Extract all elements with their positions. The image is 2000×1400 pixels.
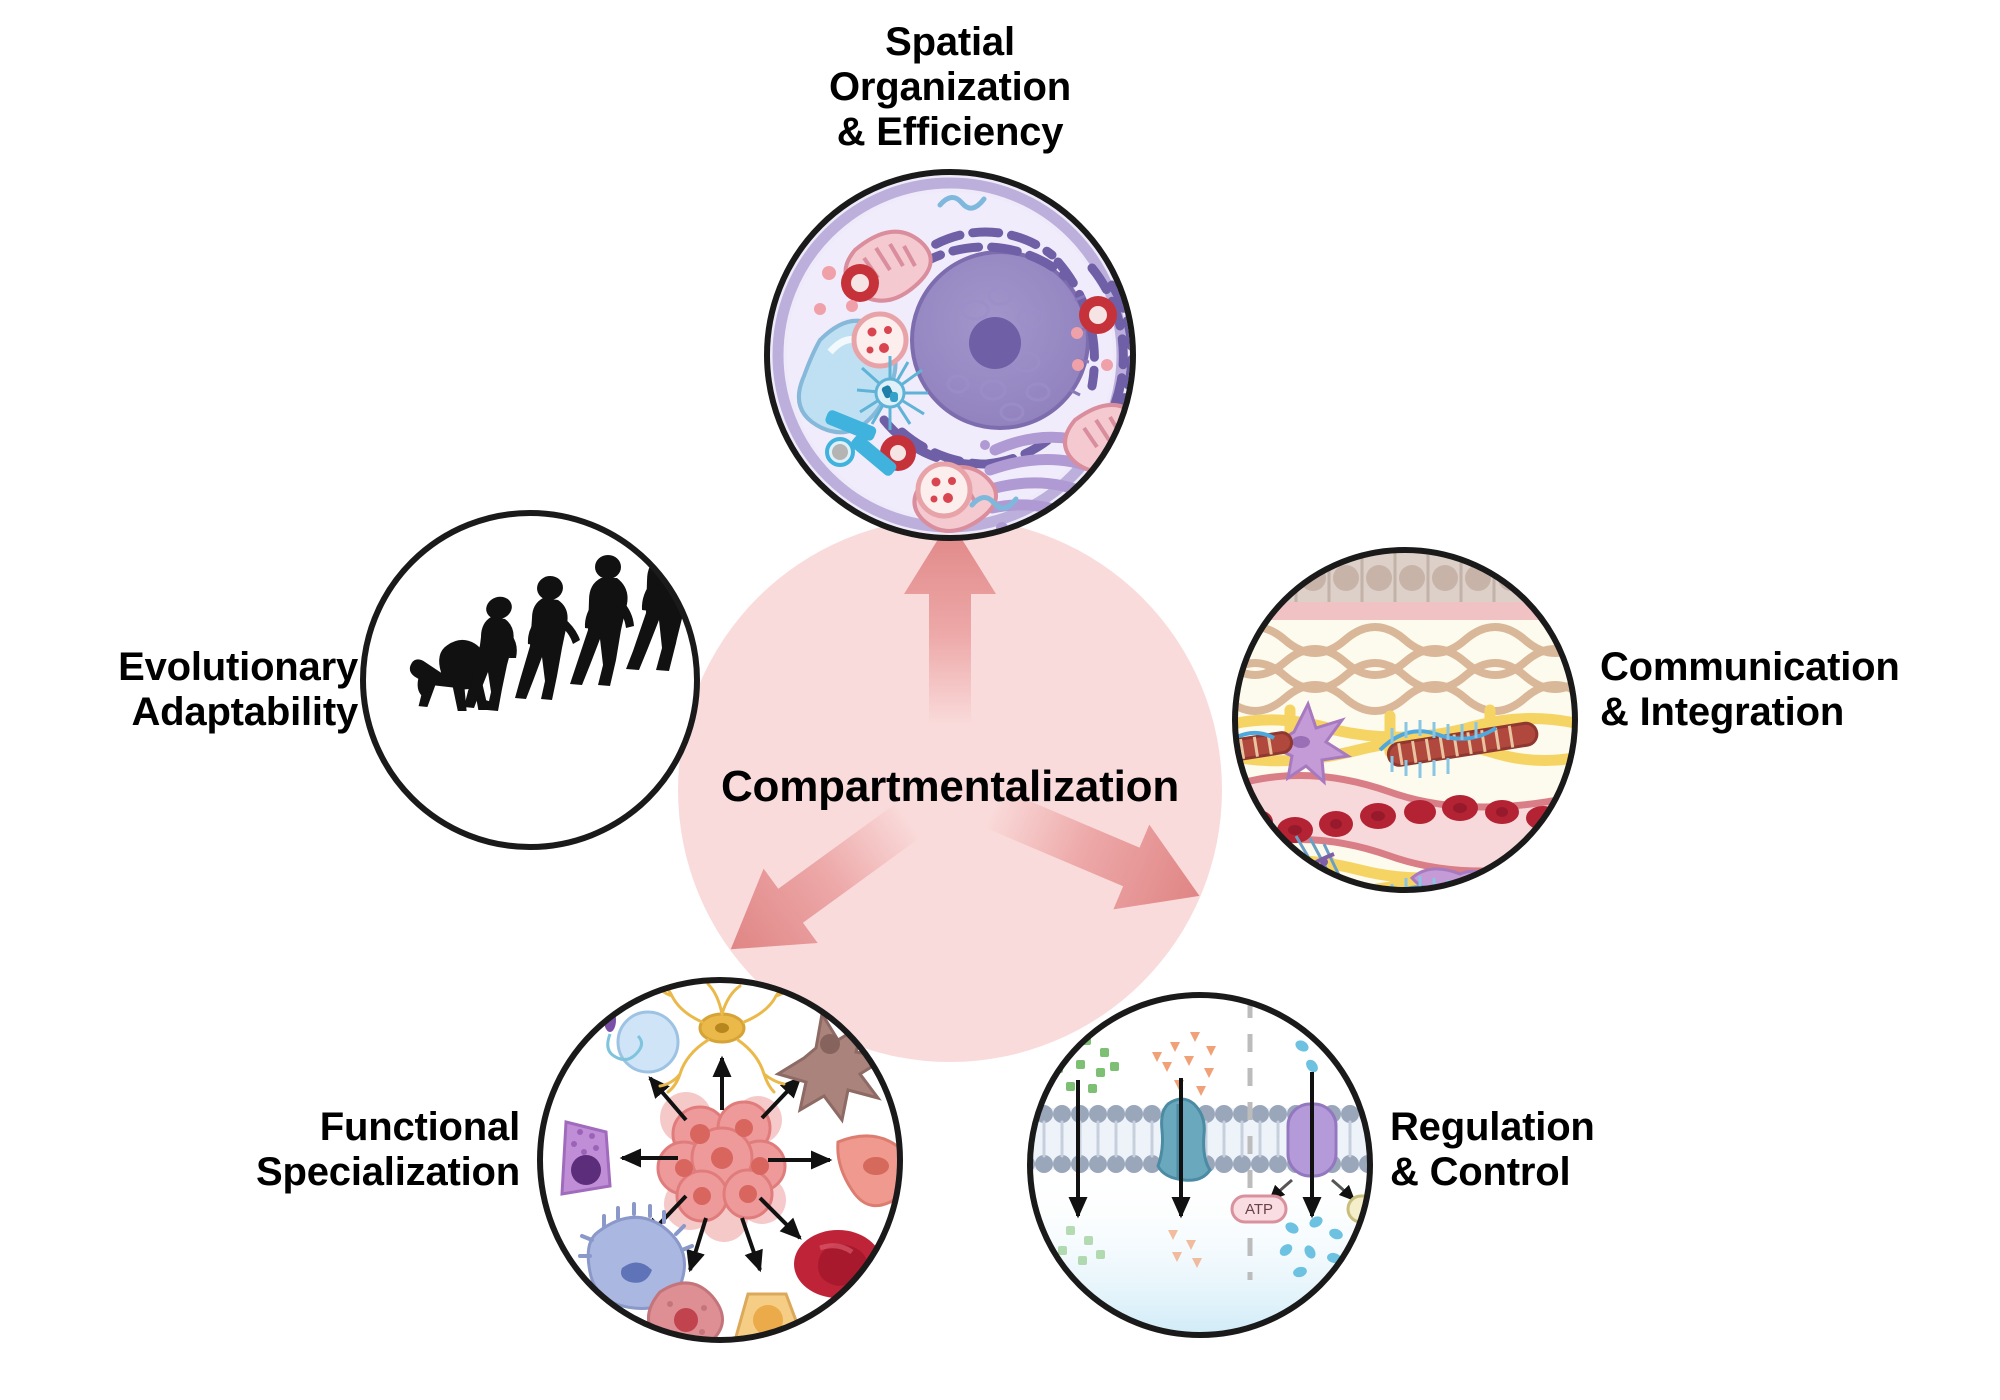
phosphate-label: + P [1412, 1201, 1438, 1220]
label-communication-integration: Communication & Integration [1600, 645, 1900, 734]
lysosome-icon [915, 461, 973, 519]
cell-organelles [796, 195, 1130, 534]
fibroblast-nucleus [1292, 736, 1310, 748]
arrow-to-communication-integration [983, 788, 1200, 910]
label-evolutionary-adaptability: Evolutionary Adaptability [118, 645, 358, 734]
label-functional-specialization: Functional Specialization [256, 1105, 520, 1194]
cytosolic-granules [814, 266, 1113, 371]
node-regulation-control[interactable]: ATP ADP + P [1017, 992, 1438, 1348]
arrow-to-evolutionary-adaptability [730, 802, 922, 950]
label-spatial-organization: Spatial Organization & Efficiency [828, 20, 1072, 154]
centrosome-icon [856, 356, 928, 430]
transport-direction-arrow [1068, 1072, 1322, 1219]
atp-label: ATP [1245, 1201, 1273, 1218]
label-regulation-control: Regulation & Control [1390, 1105, 1595, 1194]
collagen-fiber [1237, 623, 1573, 715]
vesicle-icon [1079, 296, 1117, 334]
node-evolutionary-adaptability[interactable] [360, 510, 706, 850]
filament-icon [937, 195, 1019, 511]
nucleolus-icon [969, 317, 1021, 369]
basement-membrane [1237, 602, 1573, 620]
adp-badge: ADP [1346, 1194, 1368, 1224]
atp-badge: ATP [1230, 1194, 1288, 1224]
nerve-fiber-icon [1237, 726, 1498, 888]
sperm-tail [606, 1033, 643, 1061]
neuron-icon [654, 980, 796, 1094]
arrow-group [730, 520, 1200, 950]
silhouette-homo-erectus [515, 575, 580, 700]
tissue-layers [1237, 552, 1573, 888]
node-outline [764, 169, 1136, 541]
node-outline [360, 510, 700, 850]
silhouette-ape [409, 639, 493, 711]
solute-orange-inside [1168, 1230, 1202, 1268]
node-spatial-organization[interactable] [764, 169, 1145, 593]
node-outline [537, 977, 903, 1343]
lysosome-icon [851, 311, 909, 369]
stem-cell-cluster-icon [656, 1092, 787, 1242]
columnar-epithelial-cell-icon [560, 1120, 612, 1196]
silhouette-neanderthal [570, 555, 634, 686]
node-communication-integration[interactable] [1215, 540, 1610, 934]
node-outline [1027, 992, 1373, 1338]
chromatin [946, 286, 1051, 422]
hub-disc [678, 518, 1222, 1062]
solute-green-inside [1058, 1226, 1105, 1265]
microtubule-icon [825, 410, 897, 476]
silhouette-australopithecus [464, 596, 517, 711]
arrow-to-spatial-organization [904, 520, 996, 726]
vesicle-icon [841, 264, 879, 302]
channel-protein-icon [1156, 1097, 1212, 1182]
vesicle-core [832, 444, 848, 460]
ovum-icon [616, 1010, 680, 1074]
nerve-node [1282, 858, 1328, 888]
hub-label: Compartmentalization [720, 762, 1180, 811]
node-outline [1232, 547, 1578, 893]
